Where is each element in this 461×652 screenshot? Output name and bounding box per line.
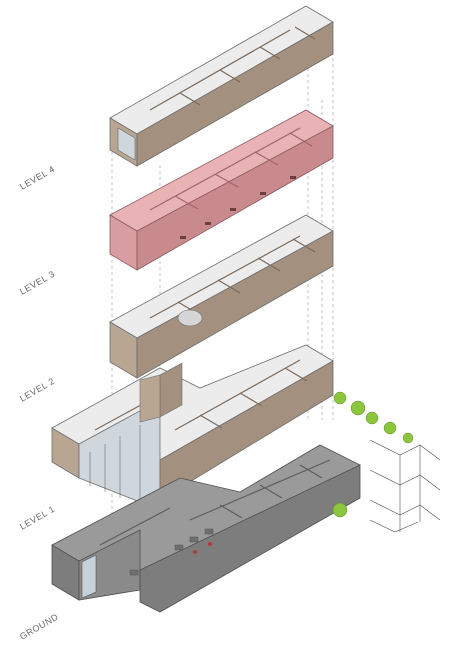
ground-floorplate <box>51 444 361 613</box>
level-2-floorplate <box>109 214 334 379</box>
level-4-floorplate <box>109 5 334 167</box>
level-4-label: LEVEL 4 <box>18 164 57 192</box>
level-2-label: LEVEL 2 <box>18 376 57 404</box>
tree-icon <box>332 391 414 518</box>
exterior-stair-and-landscape <box>332 391 441 533</box>
level-3-floorplate <box>109 109 334 271</box>
level-3-label: LEVEL 3 <box>18 269 57 297</box>
stair-core <box>139 362 183 423</box>
level-1-label: LEVEL 1 <box>18 504 57 532</box>
ground-label: GROUND <box>18 612 60 642</box>
